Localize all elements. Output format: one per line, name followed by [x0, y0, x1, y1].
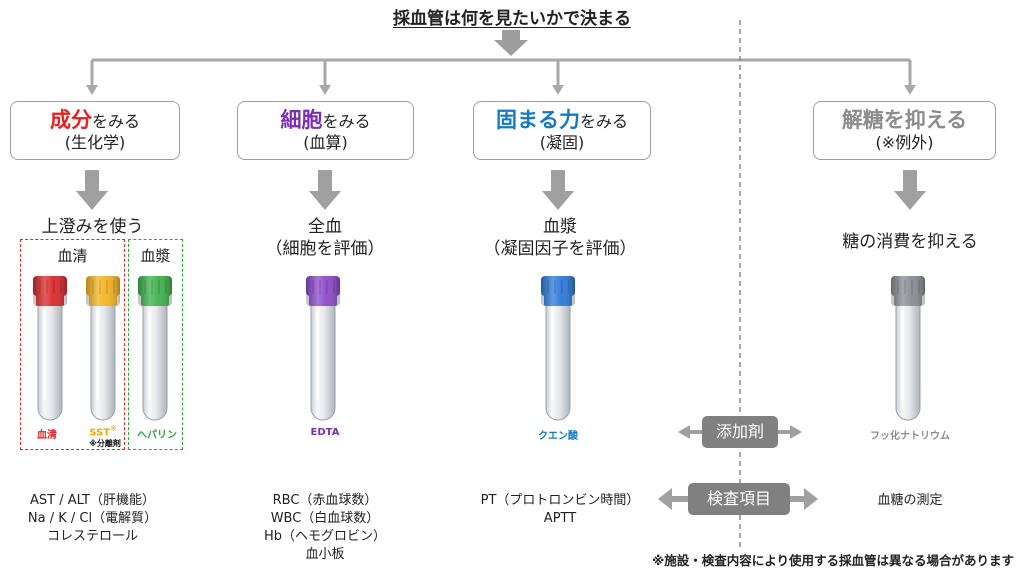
diagram-title: 採血管は何を見たいかで決まる — [393, 9, 631, 29]
category-head: 解糖を抑える — [841, 108, 968, 132]
sample-line: （凝固因子を評価） — [483, 239, 637, 259]
sample-line: （細胞を評価） — [265, 239, 385, 259]
sample-line: 血漿 — [543, 217, 577, 237]
tests-double-arrow — [658, 488, 818, 510]
sample-line: 全血 — [308, 217, 342, 237]
category-head-rest: をみる — [579, 112, 628, 131]
sample-desc-glycolysis: 糖の消費を抑える — [810, 231, 1010, 253]
tests-pill: 検査項目 — [688, 483, 790, 515]
test-item: PT（プロトロンビン時間） — [480, 493, 640, 508]
sample-line: 糖の消費を抑える — [842, 232, 978, 252]
category-sub: (血算) — [303, 133, 348, 152]
test-item: 血小板 — [305, 547, 345, 562]
tube-citrate-blue — [541, 276, 575, 421]
test-item: Hb（ヘモグロビン） — [263, 529, 387, 544]
branch-drops — [86, 60, 916, 95]
sample-desc-cells: 全血 （細胞を評価） — [235, 216, 415, 260]
test-item: Na / K / Cl（電解質） — [27, 511, 158, 526]
category-head: 成分 — [49, 108, 92, 132]
tube-label-fluoride: フッ化ナトリウム — [870, 431, 950, 442]
test-item: RBC（赤血球数） — [272, 493, 378, 508]
tube-fluoride-gray — [891, 276, 925, 421]
tests-list-cells: RBC（赤血球数） WBC（白血球数） Hb（ヘモグロビン） 血小板 — [240, 492, 410, 564]
category-box-coagulation: 固まる力をみる (凝固) — [473, 101, 651, 160]
tube-label-edta: EDTA — [310, 427, 340, 438]
title-down-arrow — [494, 30, 528, 56]
category-sub: (凝固) — [539, 133, 585, 152]
tests-list-coagulation: PT（プロトロンビン時間） APTT — [480, 492, 640, 528]
box-down-arrows — [76, 170, 926, 210]
category-head: 細胞 — [280, 108, 323, 132]
test-item: コレステロール — [46, 529, 138, 544]
category-box-glycolysis: 解糖を抑える (※例外) — [813, 101, 996, 160]
tube-label-serum: 血清 — [37, 430, 57, 441]
tests-list-glycolysis: 血糖の測定 — [840, 492, 980, 510]
test-item: WBC（白血球数） — [270, 511, 380, 526]
additive-double-arrow — [678, 425, 802, 439]
category-head: 固まる力 — [495, 108, 580, 132]
category-sub: (生化学) — [64, 133, 126, 152]
sample-line: 上澄みを使う — [41, 217, 144, 237]
tube-label-heparin: ヘパリン — [137, 430, 177, 441]
plasma-group-label: 血漿 — [140, 247, 171, 265]
tube-note-separator: ※分離剤 — [89, 439, 121, 448]
sst-text: SST — [89, 427, 111, 439]
serum-group-box — [20, 239, 125, 450]
plasma-group-box — [128, 239, 183, 450]
tube-label-sst: SST※ — [78, 424, 128, 438]
tube-heparin-green — [138, 276, 172, 421]
category-box-component: 成分をみる (生化学) — [10, 101, 180, 160]
category-head-rest: をみる — [322, 112, 371, 131]
tube-label-citrate: クエン酸 — [538, 431, 578, 442]
category-head-rest: をみる — [91, 112, 140, 131]
test-item: AST / ALT（肝機能） — [29, 493, 156, 508]
category-box-cells: 細胞をみる (血算) — [237, 101, 414, 160]
tube-serum-red — [33, 276, 67, 421]
tests-list-component: AST / ALT（肝機能） Na / K / Cl（電解質） コレステロール — [0, 492, 185, 546]
test-item: APTT — [543, 511, 577, 526]
sample-desc-component: 上澄みを使う — [0, 216, 185, 238]
category-sub: (※例外) — [875, 133, 934, 152]
serum-group-label: 血清 — [57, 247, 88, 265]
tube-sst-yellow — [86, 276, 120, 421]
sst-mark: ※ — [110, 424, 117, 433]
additive-pill: 添加剤 — [702, 416, 778, 448]
tube-edta-purple — [306, 276, 340, 421]
test-item: 血糖の測定 — [877, 493, 943, 508]
sample-desc-coagulation: 血漿 （凝固因子を評価） — [460, 216, 660, 260]
footnote: ※施設・検査内容により使用する採血管は異なる場合があります — [652, 553, 1014, 568]
